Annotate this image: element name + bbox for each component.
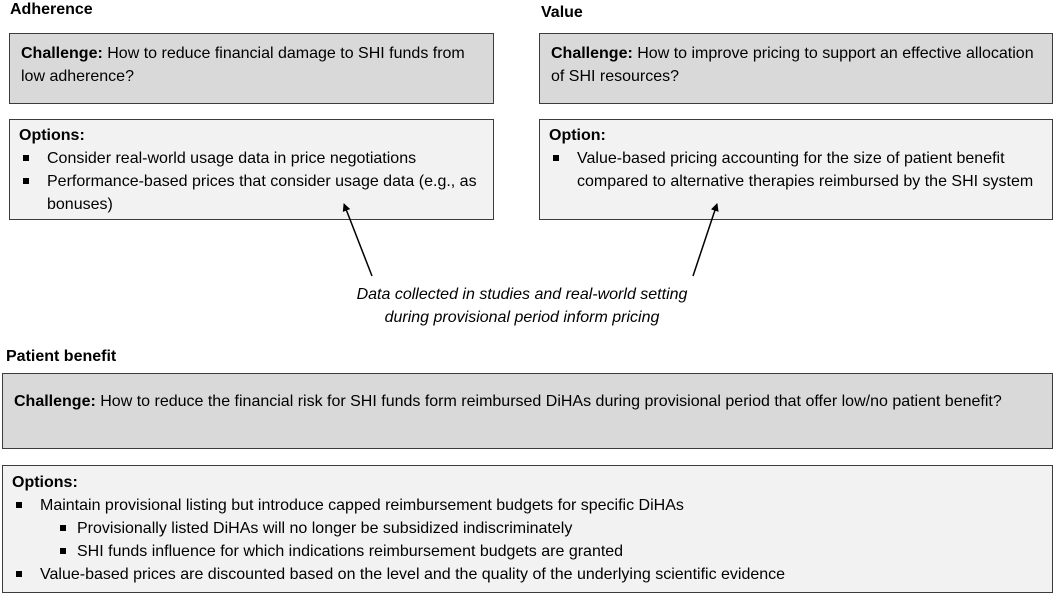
patient-benefit-challenge-box: Challenge: How to reduce the financial r… [2,373,1053,449]
value-options-list: Value-based pricing accounting for the s… [549,147,1042,193]
adherence-challenge-label: Challenge: [21,45,103,62]
list-item: Consider real-world usage data in price … [19,147,483,170]
adherence-options-list: Consider real-world usage data in price … [19,147,483,216]
patient-benefit-challenge-text: How to reduce the financial risk for SHI… [95,393,1002,410]
list-item: Value-based pricing accounting for the s… [549,147,1042,193]
list-item-text: Performance-based prices that consider u… [47,173,477,213]
value-challenge-label: Challenge: [551,45,633,62]
adherence-challenge-text: How to reduce financial damage to SHI fu… [21,45,465,85]
adherence-heading: Adherence [10,1,93,18]
list-item: SHI funds influence for which indication… [12,540,1042,563]
value-heading: Value [541,4,583,21]
value-challenge-text: How to improve pricing to support an eff… [551,45,1034,85]
list-item-text: Value-based prices are discounted based … [40,566,786,583]
data-callout-text: Data collected in studies and real-world… [356,286,688,326]
patient-benefit-challenge-label: Challenge: [14,393,96,410]
list-item-text: Maintain provisional listing but introdu… [40,497,684,514]
bullet-icon [23,178,29,184]
value-options-label: Option: [549,127,606,144]
list-item: Value-based prices are discounted based … [12,563,1042,586]
bullet-icon [60,548,66,554]
patient-benefit-options-label: Options: [12,474,78,491]
list-item-text: Value-based pricing accounting for the s… [577,150,1034,190]
bullet-icon [16,571,22,577]
bullet-icon [23,155,29,161]
list-item-text: SHI funds influence for which indication… [77,543,624,560]
patient-benefit-heading: Patient benefit [6,348,117,365]
list-item-text: Consider real-world usage data in price … [47,150,417,167]
list-item: Maintain provisional listing but introdu… [12,494,1042,517]
patient-benefit-options-list: Maintain provisional listing but introdu… [12,494,1042,586]
list-item-text: Provisionally listed DiHAs will no longe… [77,520,573,537]
patient-benefit-options-box: Options: Maintain provisional listing bu… [2,465,1053,593]
bullet-icon [16,502,22,508]
adherence-options-label: Options: [19,127,85,144]
bullet-icon [553,155,559,161]
list-item: Provisionally listed DiHAs will no longe… [12,517,1042,540]
value-challenge-box: Challenge: How to improve pricing to sup… [539,33,1053,104]
adherence-options-box: Options: Consider real-world usage data … [9,119,494,220]
bullet-icon [60,525,66,531]
value-options-box: Option: Value-based pricing accounting f… [539,119,1053,220]
list-item: Performance-based prices that consider u… [19,170,483,216]
adherence-challenge-box: Challenge: How to reduce financial damag… [9,33,494,104]
